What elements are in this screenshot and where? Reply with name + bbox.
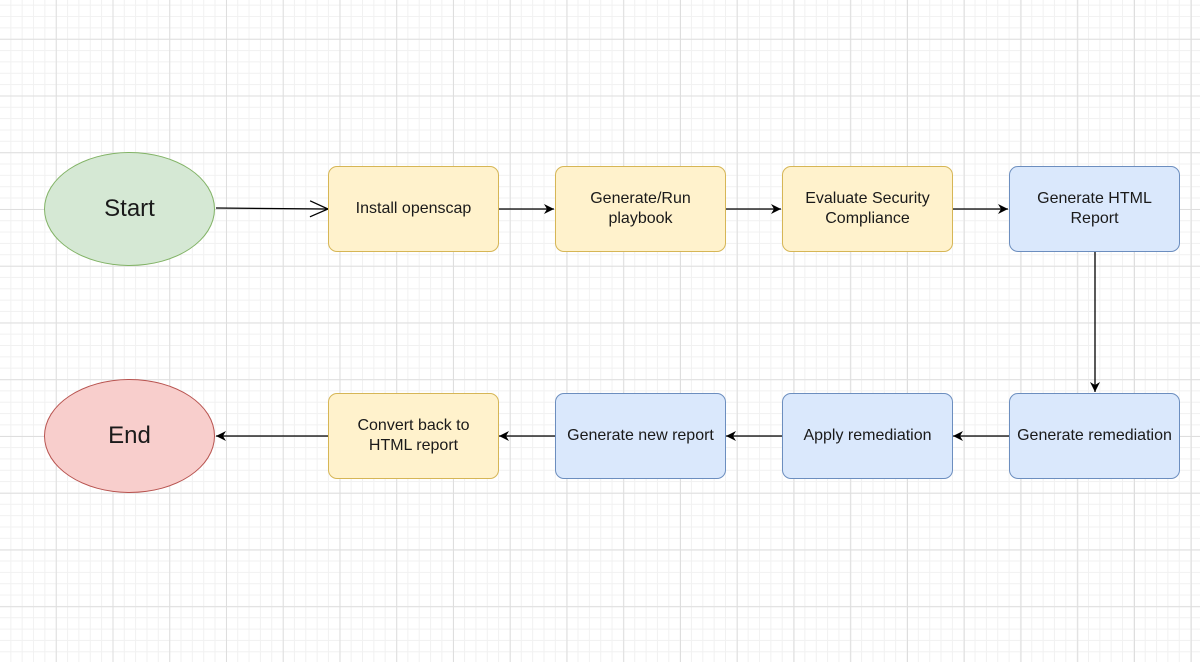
edge-start-install (215, 208, 328, 209)
generate-new-report-label: Generate new report (567, 427, 714, 444)
start-node[interactable]: Start (44, 152, 215, 266)
install-openscap-label: Install openscap (355, 200, 472, 217)
end-node[interactable]: End (44, 379, 215, 493)
apply-remediation-label: Apply remediation (803, 427, 932, 444)
generate-html-report-step[interactable]: Generate HTML Report (1009, 166, 1180, 252)
end-label: End (108, 422, 151, 449)
install-openscap-step[interactable]: Install openscap (328, 166, 499, 252)
generate-run-playbook-step[interactable]: Generate/Run playbook (555, 166, 726, 252)
evaluate-security-compliance-label: Evaluate Security Compliance (805, 190, 930, 227)
apply-remediation-step[interactable]: Apply remediation (782, 393, 953, 479)
evaluate-security-compliance-step[interactable]: Evaluate Security Compliance (782, 166, 953, 252)
generate-new-report-step[interactable]: Generate new report (555, 393, 726, 479)
generate-run-playbook-label: Generate/Run playbook (590, 190, 691, 227)
convert-html-report-step[interactable]: Convert back to HTML report (328, 393, 499, 479)
generate-remediation-step[interactable]: Generate remediation (1009, 393, 1180, 479)
convert-html-report-label: Convert back to HTML report (357, 417, 470, 454)
generate-remediation-label: Generate remediation (1017, 427, 1172, 444)
start-label: Start (104, 195, 155, 222)
generate-html-report-label: Generate HTML Report (1037, 190, 1152, 227)
